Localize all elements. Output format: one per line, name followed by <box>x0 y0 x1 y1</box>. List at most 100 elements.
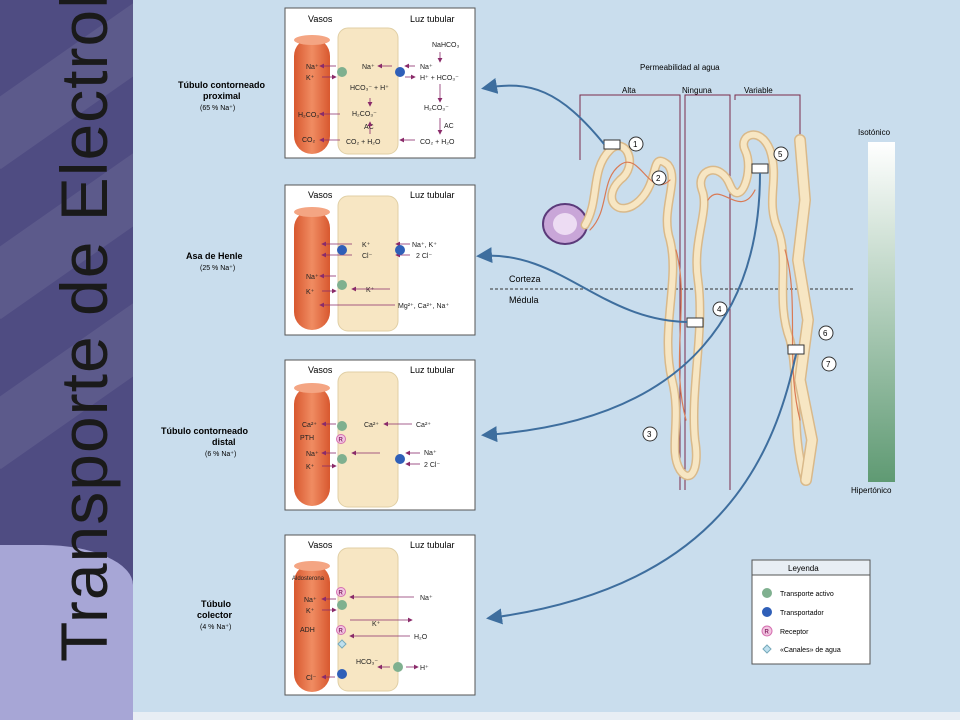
svg-text:CO₂ + H₂O: CO₂ + H₂O <box>420 139 455 146</box>
water-channel-icon <box>762 644 772 654</box>
bottom-strip <box>133 712 960 720</box>
svg-text:6: 6 <box>823 329 828 338</box>
sample-boxes <box>603 139 805 355</box>
svg-text:AC: AC <box>444 123 454 130</box>
svg-text:CO₂ + H₂O: CO₂ + H₂O <box>346 139 381 146</box>
svg-text:Cl⁻: Cl⁻ <box>306 675 317 682</box>
svg-text:3: 3 <box>647 430 652 439</box>
step-markers: 1 2 3 4 5 6 7 <box>628 136 837 442</box>
step-marker-4: 4 <box>712 301 728 317</box>
receptor-icon <box>336 434 346 444</box>
legend-item: Receptor <box>780 629 809 636</box>
svg-text:R: R <box>339 438 344 444</box>
svg-text:2 Cl⁻: 2 Cl⁻ <box>424 462 440 469</box>
svg-text:5: 5 <box>778 150 783 159</box>
svg-text:2 Cl⁻: 2 Cl⁻ <box>416 253 432 260</box>
step-marker-7: 7 <box>821 356 837 372</box>
step-marker-6: 6 <box>818 325 834 341</box>
box-proximal: Vasos Luz tubular Na⁺ K⁺ H₂CO₃⁻ CO₂ Na⁺ … <box>284 7 476 159</box>
svg-text:Aldosterona: Aldosterona <box>292 576 325 582</box>
svg-text:NaHCO₃: NaHCO₃ <box>432 42 460 49</box>
svg-text:K⁺: K⁺ <box>306 608 315 615</box>
column-label: Alta <box>622 86 636 95</box>
connector-arrows <box>476 78 797 625</box>
segment-label: proximal <box>203 91 241 101</box>
svg-text:Na⁺: Na⁺ <box>304 597 317 604</box>
svg-text:H₂CO₃⁻: H₂CO₃⁻ <box>298 112 323 119</box>
vessels-header: Vasos <box>308 14 333 24</box>
legend-item: «Canales» de agua <box>780 647 841 654</box>
box-colector: Vasos Luz tubular Aldosterona Na⁺ K⁺ ADH… <box>284 534 476 696</box>
decorative-wave <box>0 545 133 720</box>
svg-text:Na⁺: Na⁺ <box>362 64 375 71</box>
permeability-brackets <box>579 94 801 490</box>
segment-percent: (4 % Na⁺) <box>200 624 231 631</box>
box-distal: Vasos Luz tubular Ca²⁺ PTH Ca²⁺ Ca²⁺ Na⁺… <box>284 359 476 511</box>
svg-text:K⁺: K⁺ <box>306 289 315 296</box>
svg-text:Vasos: Vasos <box>308 540 333 550</box>
step-marker-5: 5 <box>773 146 789 162</box>
lumen-header: Luz tubular <box>410 14 455 24</box>
active-transport-icon <box>762 588 772 598</box>
transporter-icon <box>762 607 772 617</box>
svg-text:H⁺: H⁺ <box>420 665 429 672</box>
svg-text:Ca²⁺: Ca²⁺ <box>302 422 317 429</box>
active-transport-icon <box>337 67 347 77</box>
step-marker-2: 2 <box>651 170 667 186</box>
svg-text:Na⁺: Na⁺ <box>420 595 433 602</box>
active-transport-icon <box>337 421 347 431</box>
column-label: Ninguna <box>682 86 712 95</box>
isotonic-label: Isotónico <box>858 128 891 137</box>
step-marker-1: 1 <box>628 136 644 152</box>
cortex-label: Corteza <box>509 274 541 284</box>
svg-text:K⁺: K⁺ <box>366 287 375 294</box>
legend-title: Leyenda <box>788 564 819 573</box>
transporter-icon <box>395 454 405 464</box>
column-label: Variable <box>744 86 773 95</box>
svg-text:H⁺ + HCO₃⁻: H⁺ + HCO₃⁻ <box>420 75 459 82</box>
svg-text:K⁺: K⁺ <box>306 464 315 471</box>
legend-item: Transporte activo <box>780 591 834 598</box>
svg-text:Luz tubular: Luz tubular <box>410 365 455 375</box>
svg-text:7: 7 <box>826 360 831 369</box>
svg-text:K⁺: K⁺ <box>372 621 381 628</box>
svg-text:Mg²⁺, Ca²⁺, Na⁺: Mg²⁺, Ca²⁺, Na⁺ <box>398 303 449 310</box>
svg-text:ADH: ADH <box>300 627 315 634</box>
transporter-icon <box>395 67 405 77</box>
segment-percent: (65 % Na⁺) <box>200 105 235 112</box>
svg-text:H₂O: H₂O <box>414 634 428 641</box>
svg-text:1: 1 <box>633 140 638 149</box>
tonicity-gradient <box>868 142 895 482</box>
segment-percent: (6 % Na⁺) <box>205 451 236 458</box>
svg-text:K⁺: K⁺ <box>306 75 315 82</box>
svg-text:Na⁺, K⁺: Na⁺, K⁺ <box>412 242 437 249</box>
svg-text:R: R <box>765 630 770 636</box>
svg-text:Vasos: Vasos <box>308 190 333 200</box>
receptor-icon <box>336 625 346 635</box>
svg-text:Ca²⁺: Ca²⁺ <box>364 422 379 429</box>
svg-text:Luz tubular: Luz tubular <box>410 540 455 550</box>
svg-text:PTH: PTH <box>300 435 314 442</box>
segment-label: colector <box>197 610 233 620</box>
receptor-icon <box>761 625 773 637</box>
hypertonic-label: Hipertónico <box>851 486 892 495</box>
legend: Leyenda Transporte activo Transportador … <box>751 559 871 665</box>
medulla-label: Médula <box>509 295 539 305</box>
title-sidebar <box>0 0 133 720</box>
box-henle: Vasos Luz tubular K⁺ Cl⁻ Na⁺, K⁺ 2 Cl⁻ N… <box>284 184 476 336</box>
transporter-icon <box>395 245 405 255</box>
legend-item: Transportador <box>780 610 824 617</box>
active-transport-icon <box>337 454 347 464</box>
permeability-title: Permeabilidad al agua <box>640 63 720 72</box>
svg-text:R: R <box>339 629 344 635</box>
svg-text:HCO₃⁻ + H⁺: HCO₃⁻ + H⁺ <box>350 85 389 92</box>
svg-text:Luz tubular: Luz tubular <box>410 190 455 200</box>
segment-label: Túbulo contorneado <box>178 80 265 90</box>
segment-percent: (25 % Na⁺) <box>200 265 235 272</box>
svg-text:Na⁺: Na⁺ <box>424 450 437 457</box>
transporter-icon <box>337 245 347 255</box>
svg-text:4: 4 <box>717 305 722 314</box>
svg-text:K⁺: K⁺ <box>362 242 371 249</box>
svg-text:R: R <box>339 591 344 597</box>
